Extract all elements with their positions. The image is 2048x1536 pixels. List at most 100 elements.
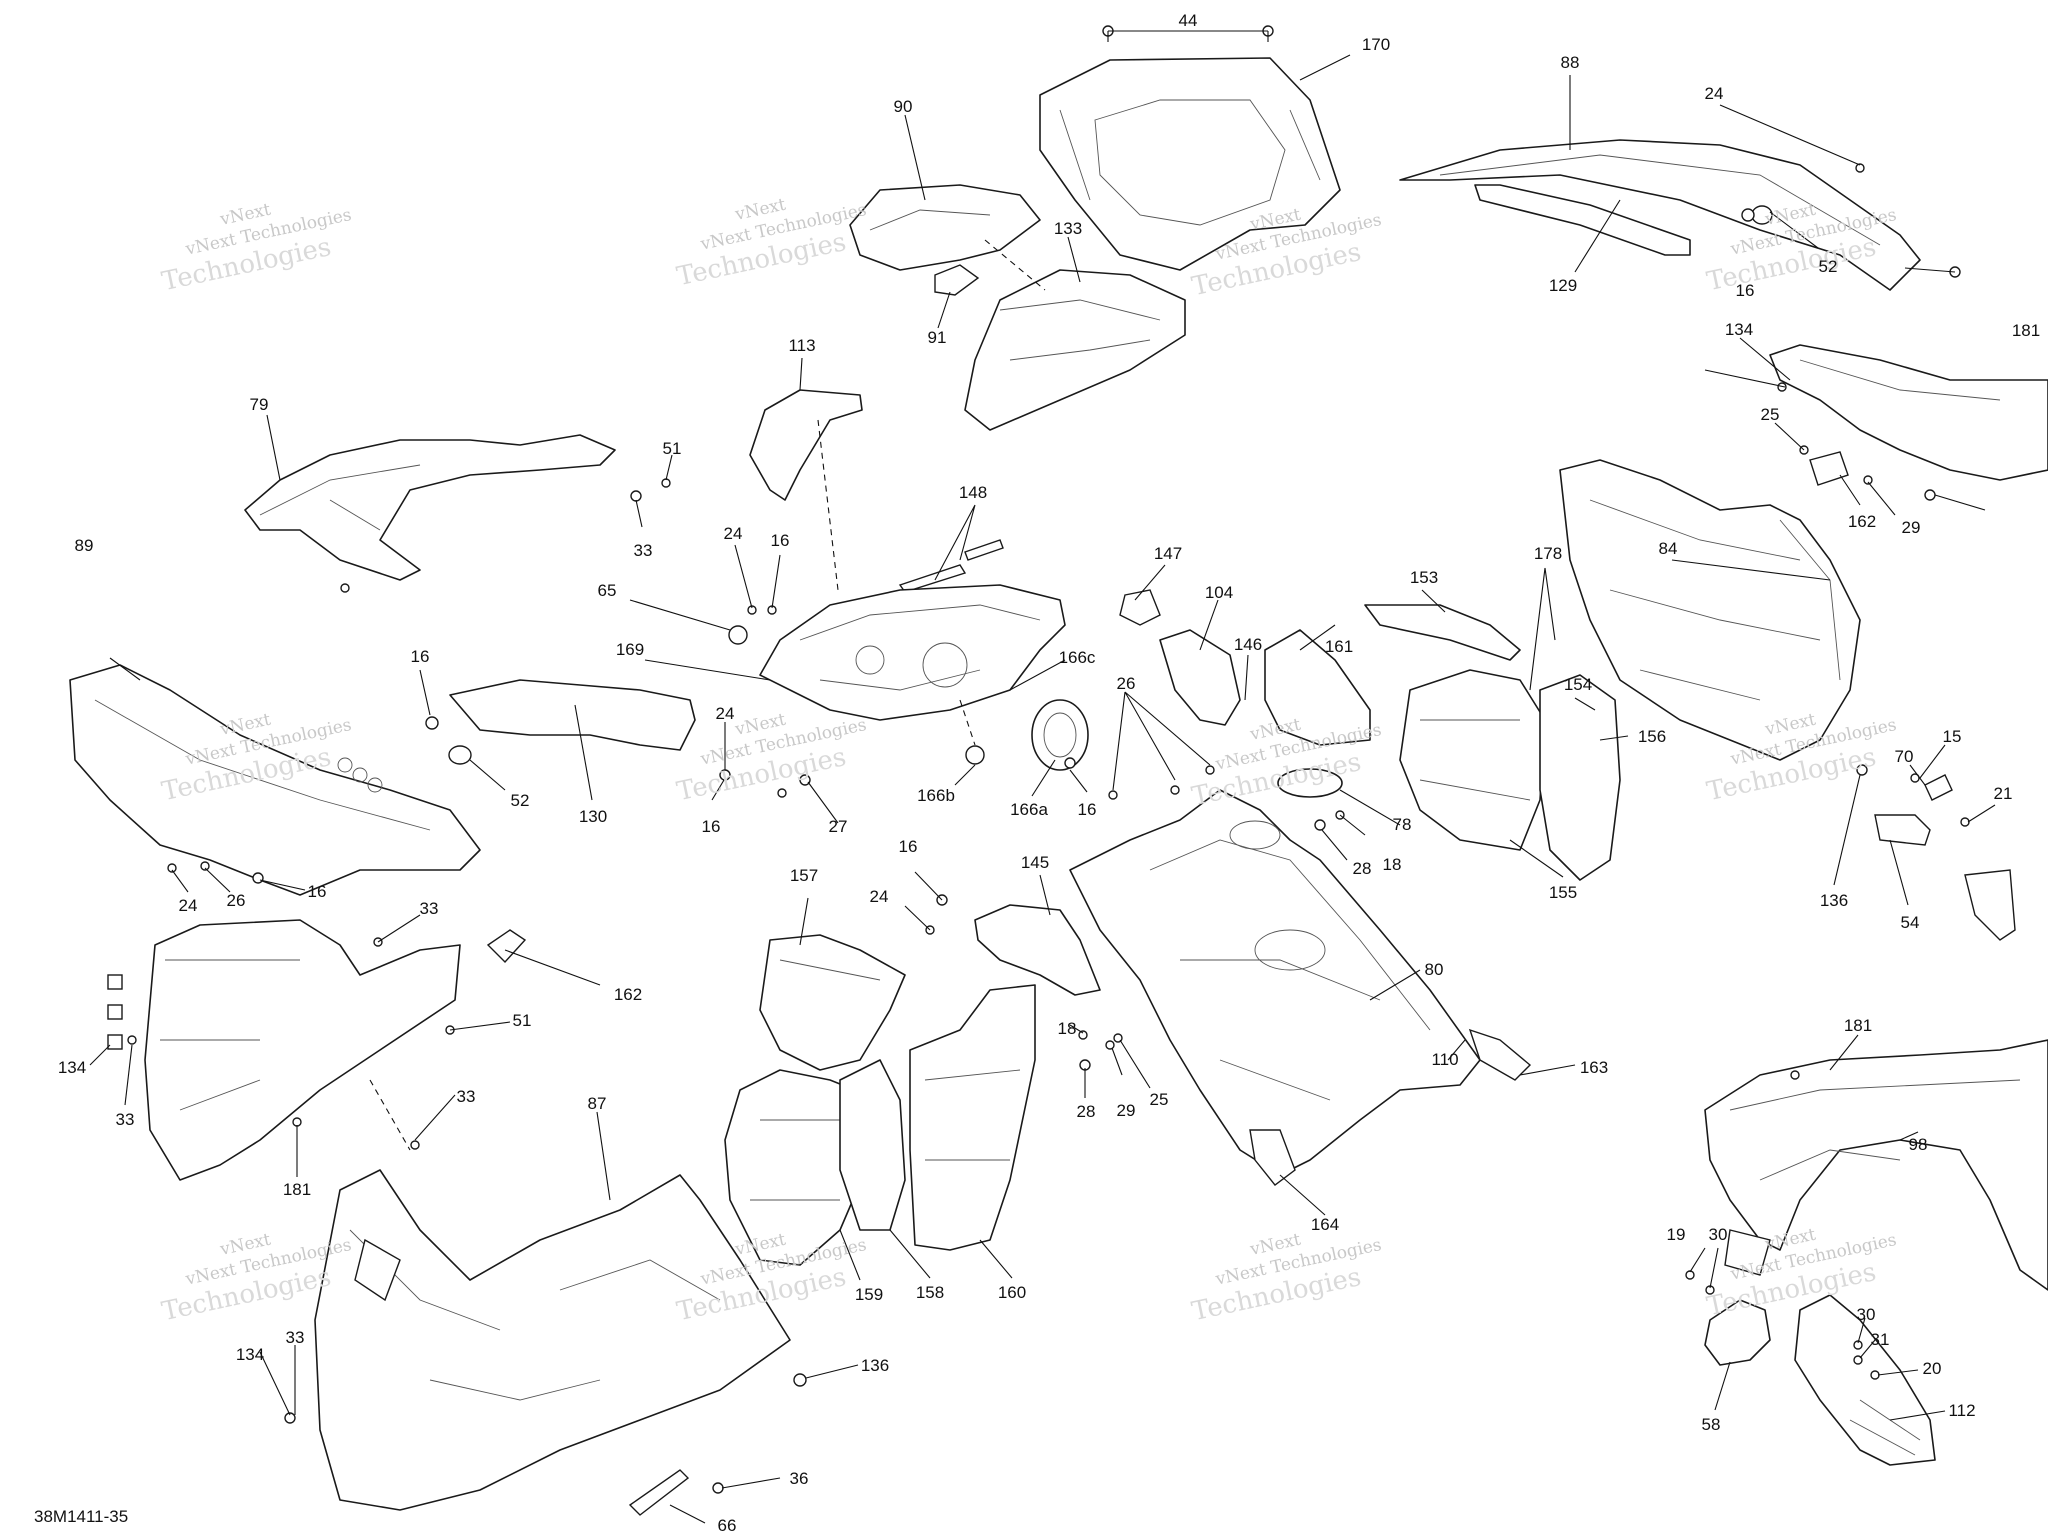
part-169-headlight xyxy=(759,584,1066,721)
callout-181-left: 181 xyxy=(283,1180,311,1199)
callout-19: 19 xyxy=(1667,1225,1686,1244)
callout-162-left: 162 xyxy=(614,985,642,1004)
nut-51-mid xyxy=(340,583,350,593)
screw-19 xyxy=(1685,1270,1695,1280)
callout-16-c: 16 xyxy=(308,882,327,901)
callout-51-upper: 51 xyxy=(663,439,682,458)
callout-129: 129 xyxy=(1549,276,1577,295)
part-upper-right-bracket xyxy=(1769,344,2048,481)
callouts: 44 170 88 24 90 133 91 129 16 52 181 113… xyxy=(58,11,2040,1535)
callout-24-left: 24 xyxy=(179,896,198,915)
callout-136-right: 136 xyxy=(1820,891,1848,910)
part-78-ring xyxy=(1277,768,1343,798)
callout-170: 170 xyxy=(1362,35,1390,54)
callout-130: 130 xyxy=(579,807,607,826)
clip-27 xyxy=(799,774,811,786)
clip-16-top xyxy=(1741,208,1755,222)
callout-147: 147 xyxy=(1154,544,1182,563)
callout-44: 44 xyxy=(1179,11,1198,30)
part-162-cushion-right xyxy=(1809,451,1849,486)
callout-31: 31 xyxy=(1871,1330,1890,1349)
washer-18-lower xyxy=(1078,1030,1088,1040)
screw-33-lower xyxy=(410,1140,420,1150)
clip-134-a xyxy=(107,974,123,990)
callout-18-lower: 18 xyxy=(1058,1019,1077,1038)
callout-70: 70 xyxy=(1895,747,1914,766)
callout-24-b: 24 xyxy=(716,704,735,723)
part-158-panel xyxy=(839,1059,906,1231)
screw-134-lower xyxy=(284,1412,296,1424)
part-91-clip xyxy=(934,264,980,296)
callout-28-lower: 28 xyxy=(1077,1102,1096,1121)
screw-24-c xyxy=(777,788,787,798)
callout-90: 90 xyxy=(894,97,913,116)
clip-136-right xyxy=(1856,764,1868,776)
part-130-foam xyxy=(449,679,696,751)
callout-29-lower: 29 xyxy=(1117,1101,1136,1120)
watermark-11: vNext vNext Technologies Technologies xyxy=(1189,1230,1383,1328)
callout-162-right: 162 xyxy=(1848,512,1876,531)
callout-169: 169 xyxy=(616,640,644,659)
part-87-lower-fairing xyxy=(314,1169,791,1511)
part-98-rear-fender xyxy=(1704,1039,2048,1291)
grommet-65 xyxy=(728,625,748,645)
screw-33-right xyxy=(1777,382,1787,392)
bulb-166b xyxy=(965,745,985,765)
callout-28-right: 28 xyxy=(1353,859,1372,878)
part-153-pad xyxy=(1364,604,1521,661)
part-52-grommet-left xyxy=(448,745,472,765)
callout-27: 27 xyxy=(829,817,848,836)
callout-98: 98 xyxy=(1909,1135,1928,1154)
nut-28 xyxy=(1314,819,1326,831)
callout-52-top: 52 xyxy=(1819,257,1838,276)
part-70-clip xyxy=(1924,774,1953,801)
callout-54: 54 xyxy=(1901,913,1920,932)
callout-16-a: 16 xyxy=(771,531,790,550)
leader-lines xyxy=(89,30,1996,1524)
callout-58: 58 xyxy=(1702,1415,1721,1434)
part-161-cover xyxy=(1264,629,1371,746)
callout-84: 84 xyxy=(1659,539,1678,558)
part-104-bracket xyxy=(1159,629,1241,726)
callout-113: 113 xyxy=(788,336,815,355)
callout-25-lower: 25 xyxy=(1150,1090,1169,1109)
screw-24-left xyxy=(167,863,177,873)
part-162-cushion-left xyxy=(486,929,527,964)
grommet-16-left xyxy=(425,716,439,730)
callout-163: 163 xyxy=(1580,1058,1608,1077)
callout-154: 154 xyxy=(1564,675,1592,694)
part-145-bracket xyxy=(974,904,1101,996)
callout-33-mid: 33 xyxy=(420,899,439,918)
callout-157: 157 xyxy=(790,866,818,885)
callout-160: 160 xyxy=(998,1283,1026,1302)
callout-89: 89 xyxy=(75,536,94,555)
part-148-strip-b xyxy=(964,539,1004,561)
callout-33-bottom: 33 xyxy=(286,1328,305,1347)
callout-155: 155 xyxy=(1549,883,1577,902)
callout-134-lower: 134 xyxy=(236,1345,264,1364)
part-21-right-bracket xyxy=(1964,869,2016,941)
callout-146: 146 xyxy=(1234,635,1262,654)
part-89-side-panel xyxy=(69,664,481,896)
clip-134-c xyxy=(107,1034,123,1050)
screw-36 xyxy=(712,1482,724,1494)
clip-136-lower xyxy=(793,1373,807,1387)
clip-181-rear xyxy=(1790,1070,1800,1080)
callout-51-lower: 51 xyxy=(513,1011,532,1030)
callout-52-left: 52 xyxy=(511,791,530,810)
callout-33-upper: 33 xyxy=(634,541,653,560)
callout-30-a: 30 xyxy=(1709,1225,1728,1244)
screw-26-f xyxy=(1205,765,1215,775)
callout-166b: 166b xyxy=(917,786,955,805)
callout-36: 36 xyxy=(790,1469,809,1488)
part-154-panel xyxy=(1539,674,1621,881)
callout-24-top: 24 xyxy=(1705,84,1724,103)
part-113-bracket xyxy=(749,389,863,501)
callout-110: 110 xyxy=(1431,1050,1458,1069)
callout-87: 87 xyxy=(588,1094,607,1113)
part-79-upper-frame xyxy=(244,434,616,581)
screw-33-left xyxy=(127,1035,137,1045)
callout-148: 148 xyxy=(959,483,987,502)
callout-30-b: 30 xyxy=(1857,1305,1876,1324)
